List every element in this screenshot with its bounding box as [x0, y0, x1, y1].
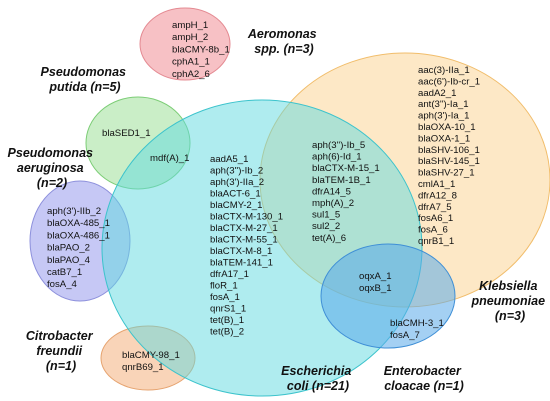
gene-label: oqxA_1 [359, 271, 392, 282]
gene-label: fosA_7 [390, 330, 420, 341]
gene-label: oqxB_1 [359, 283, 392, 294]
gene-label: blaSHV-106_1 [418, 145, 480, 156]
gene-label: ampH_1 [172, 20, 208, 31]
gene-label: blaCTX-M-130_1 [210, 212, 283, 223]
gene-label: dfrA12_8 [418, 190, 457, 201]
gene-label: sul1_5 [312, 210, 340, 221]
gene-label: blaSHV-145_1 [418, 156, 480, 167]
gene-label: mph(A)_2 [312, 198, 354, 209]
title-klebsiella: Klebsiella pneumoniae (n=3) [470, 279, 548, 323]
gene-label: aac(6')-Ib-cr_1 [418, 76, 480, 87]
gene-label: sul2_2 [312, 221, 340, 232]
title-aeromonas: Aeromonas spp. (n=3) [247, 27, 320, 56]
gene-label: ant(3'')-Ia_1 [418, 99, 469, 110]
gene-label: aph(3'')-Ib_5 [312, 140, 365, 151]
title-enterobacter: Enterobacter cloacae (n=1) [384, 364, 465, 393]
set-ellipse-enterobacter [320, 243, 456, 349]
title-aeruginosa: Pseudomonas aeruginosa (n=2) [8, 146, 97, 190]
gene-label: mdf(A)_1 [150, 153, 189, 164]
gene-label: fosA_1 [210, 292, 240, 303]
gene-label: blaOXA-485_1 [47, 218, 110, 229]
gene-label: dfrA7_5 [418, 202, 452, 213]
gene-label: cphA2_6 [172, 69, 210, 80]
gene-label: blaCMY-8b_1 [172, 44, 230, 55]
set-ellipse-aeromonas [139, 7, 231, 81]
gene-label: blaOXA-1_1 [418, 133, 470, 144]
gene-label: tet(B)_1 [210, 315, 244, 326]
title-citrobacter: Citrobacter freundii (n=1) [26, 329, 96, 373]
gene-label: aph(3'')-Ib_2 [210, 166, 263, 177]
gene-label: blaCMY-2_1 [210, 200, 262, 211]
title-ecoli: Escherichia coli (n=21) [281, 364, 355, 393]
gene-label: qnrS1_1 [210, 304, 246, 315]
gene-label: blaCTX-M-15_1 [312, 163, 380, 174]
gene-label: blaACT-6_1 [210, 189, 261, 200]
gene-label: dfrA14_5 [312, 186, 351, 197]
gene-label: ampH_2 [172, 32, 208, 43]
gene-label: blaSHV-27_1 [418, 168, 475, 179]
gene-list-putida-ecoli: mdf(A)_1 [150, 153, 189, 164]
gene-label: aph(6)-Id_1 [312, 152, 362, 163]
gene-label: cphA1_1 [172, 57, 210, 68]
gene-label: blaTEM-1B_1 [312, 175, 371, 186]
gene-label: blaOXA-10_1 [418, 122, 476, 133]
gene-label: dfrA17_1 [210, 269, 249, 280]
gene-label: blaCTX-M-55_1 [210, 235, 278, 246]
gene-label: aadA2_1 [418, 88, 456, 99]
gene-label: aph(3')-IIa_2 [210, 177, 264, 188]
gene-label: tet(B)_2 [210, 327, 244, 338]
gene-label: fosA6_1 [418, 213, 453, 224]
gene-label: tet(A)_6 [312, 233, 346, 244]
gene-label: aac(3)-IIa_1 [418, 65, 470, 76]
gene-label: aph(3')-Ia_1 [418, 111, 469, 122]
gene-label: aadA5_1 [210, 154, 248, 165]
gene-label: blaCMH-3_1 [390, 318, 444, 329]
gene-label: fosA_4 [47, 279, 78, 290]
gene-label: blaSED1_1 [102, 128, 151, 139]
gene-label: blaCTX-M-27_1 [210, 223, 278, 234]
gene-list-putida: blaSED1_1 [102, 128, 151, 139]
gene-label: blaPAO_4 [47, 255, 91, 266]
gene-label: cmlA1_1 [418, 179, 455, 190]
gene-label: blaTEM-141_1 [210, 258, 273, 269]
gene-label: aph(3')-IIb_2 [47, 206, 101, 217]
gene-label: blaCMY-98_1 [122, 350, 180, 361]
title-putida: Pseudomonas putida (n=5) [41, 65, 130, 94]
gene-label: blaOXA-486_1 [47, 230, 110, 241]
gene-label: floR_1 [210, 281, 238, 292]
gene-label: fosA_6 [418, 225, 448, 236]
gene-label: blaPAO_2 [47, 243, 90, 254]
gene-label: qnrB1_1 [418, 236, 454, 247]
gene-label: catB7_1 [47, 267, 82, 278]
gene-label: qnrB69_1 [122, 362, 164, 373]
gene-label: blaCTX-M-8_1 [210, 246, 272, 257]
